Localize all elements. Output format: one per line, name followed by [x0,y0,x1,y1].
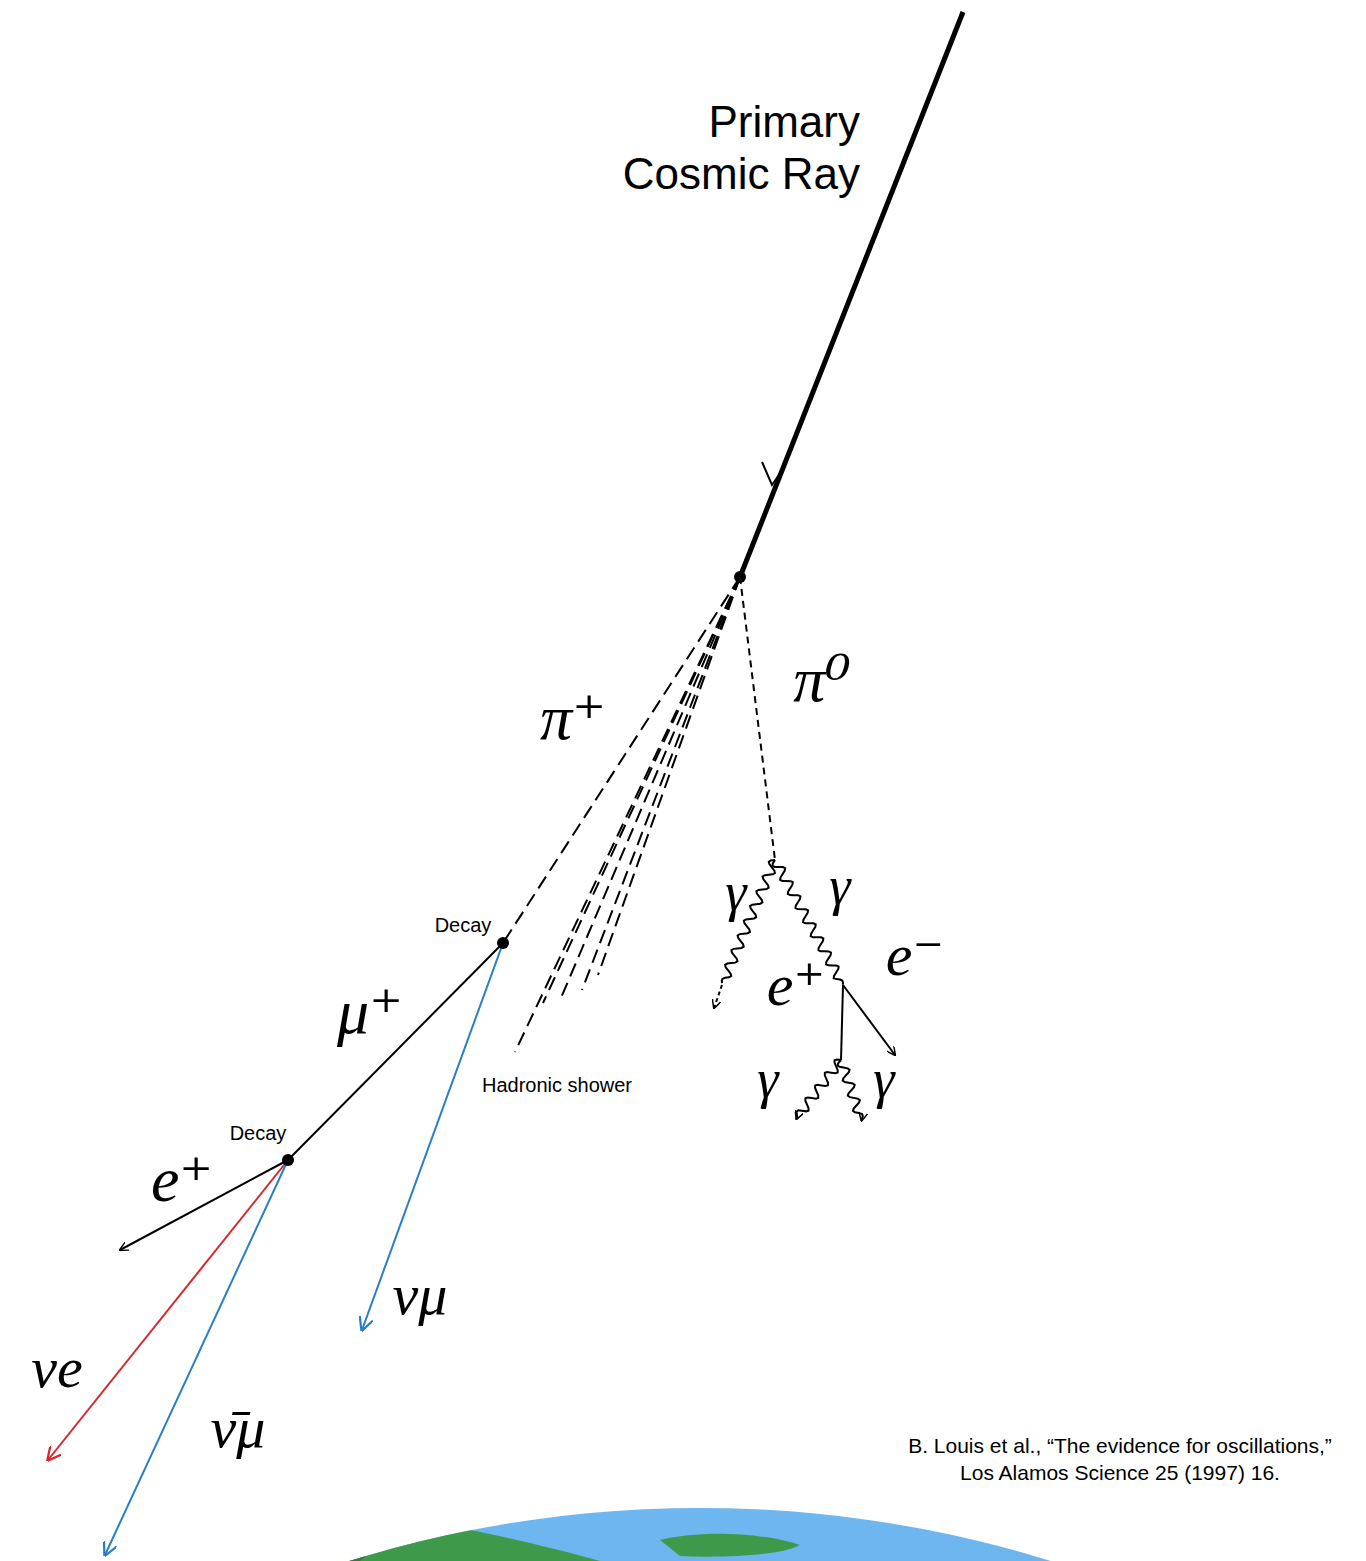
particle-label: ν̄μ [211,1396,266,1460]
particle-label: e⁺ [767,952,825,1018]
citation-caption: B. Louis et al., “The evidence for oscil… [890,1432,1350,1487]
photon-tail [714,985,722,1008]
particle-label: π⁺ [540,683,606,753]
shower-label: Hadronic shower [482,1074,632,1096]
particle-label: γ [829,857,850,916]
hadronic-shower-tracks [515,577,740,1052]
vertex-dot [497,937,509,949]
primary-track [740,12,963,577]
particle-label: e⁻ [886,922,944,988]
particle-label: e⁺ [151,1145,213,1215]
photon-line [838,1060,863,1121]
island [930,1517,980,1530]
particle-label: π⁰ [793,645,851,715]
neutral-pion-track [740,577,775,860]
earth [0,1508,1366,1561]
hadron-track [598,577,740,975]
island [660,1534,800,1557]
electron-track [843,985,895,1055]
decay-label: Decay [230,1122,287,1144]
muon-antineutrino-track [105,1160,288,1555]
continent [240,1532,380,1561]
vertex-dot [282,1154,294,1166]
photon-line [796,1059,841,1119]
track-arrow [762,462,785,485]
hadron-track [543,577,740,1003]
decay-label: Decay [435,914,492,936]
muon-track [288,943,503,1160]
island [1100,1539,1160,1561]
particle-label: γ [725,863,746,922]
vertex-dot [734,571,746,583]
particle-label: νe [31,1336,83,1400]
pion-track [503,577,740,943]
particle-label: μ⁺ [337,977,403,1047]
title-label: Primary Cosmic Ray [560,96,860,200]
land [120,1513,1160,1561]
particle-label: γ [873,1050,894,1109]
continent [120,1513,600,1561]
positron-track [841,985,843,1060]
particle-label: νμ [393,1263,448,1327]
earth-globe [0,1508,1366,1561]
hadron-track [582,577,740,990]
particle-label: γ [757,1050,778,1109]
hadron-track [561,577,740,998]
hadron-track [515,577,740,1052]
